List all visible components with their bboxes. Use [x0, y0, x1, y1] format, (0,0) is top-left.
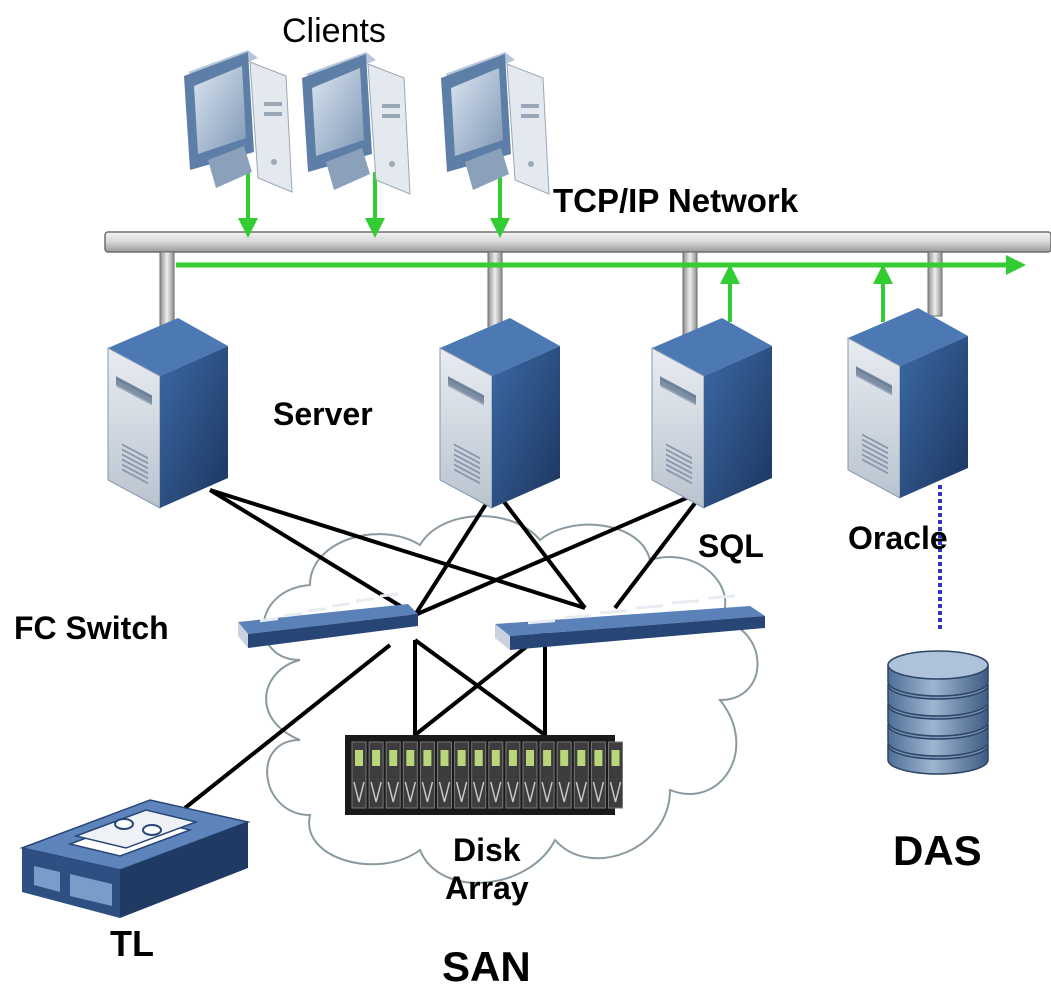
network-drop-server-1 [159, 251, 175, 331]
disk-array-label: Disk Array [445, 832, 529, 906]
disk-slot-indicator [560, 750, 569, 766]
oracle-label: Oracle [848, 520, 948, 556]
disk-slot-handle [387, 781, 399, 803]
disk-slot-handle [404, 781, 417, 803]
disk-slot-indicator [526, 750, 534, 766]
disk-slot-handle [438, 781, 451, 803]
clients-label: Clients [282, 12, 386, 50]
disk-slot-indicator [423, 750, 432, 766]
disk-slot-indicator [389, 750, 398, 766]
disk-slot-handle [490, 781, 502, 803]
tcpip-network-bus [104, 231, 1051, 253]
tape-library-icon [19, 799, 251, 918]
san-label: SAN [442, 943, 531, 990]
client-2-desktop-computer-icon [301, 51, 411, 195]
disk-slot-indicator [543, 750, 552, 766]
fc-links [183, 488, 707, 810]
server-label: Server [273, 396, 373, 432]
disk-slot-handle [472, 781, 485, 803]
das-database-stack-icon [887, 650, 989, 775]
client-3-desktop-computer-icon [440, 51, 550, 195]
disk-slot-handle [575, 781, 588, 803]
disk-slot-handle [558, 781, 570, 803]
disk-slot-handle [421, 781, 434, 803]
disk-slot-handle [541, 781, 553, 803]
disk-slot-indicator [440, 750, 449, 766]
disk-array-icon [345, 735, 623, 815]
disk-slot-indicator [372, 750, 381, 766]
disk-slot-indicator [406, 750, 415, 766]
disk-slot-indicator [474, 750, 483, 766]
oracle-server-tower-server-icon [847, 307, 969, 499]
disk-slot-indicator [355, 750, 363, 766]
server-2-tower-server-icon [439, 317, 561, 509]
tcpip-network-label: TCP/IP Network [553, 182, 799, 219]
sql-server-tower-server-icon [651, 317, 773, 509]
disk-slot-indicator [577, 750, 586, 766]
disk-slot-handle [455, 781, 468, 803]
disk-slot-handle [609, 781, 622, 803]
disk-slot-indicator [611, 750, 620, 766]
tl-label: TL [110, 923, 154, 964]
disk-slot-handle [353, 781, 365, 803]
disk-slot-handle [592, 781, 605, 803]
network-drop-oracle [927, 251, 943, 317]
disk-slot-indicator [594, 750, 603, 766]
sql-label: SQL [698, 528, 764, 564]
disk-slot-indicator [491, 750, 500, 766]
san-cloud [262, 515, 759, 884]
disk-slot-handle [370, 781, 382, 803]
server-1-tower-server-icon [107, 317, 229, 509]
disk-slot-indicator [457, 750, 466, 766]
disk-slot-handle [524, 781, 536, 803]
das-label: DAS [893, 827, 982, 874]
fc-switch-label: FC Switch [14, 610, 169, 646]
client-1-desktop-computer-icon [183, 49, 293, 193]
disk-slot-handle [507, 781, 519, 803]
disk-slot-indicator [508, 750, 517, 766]
